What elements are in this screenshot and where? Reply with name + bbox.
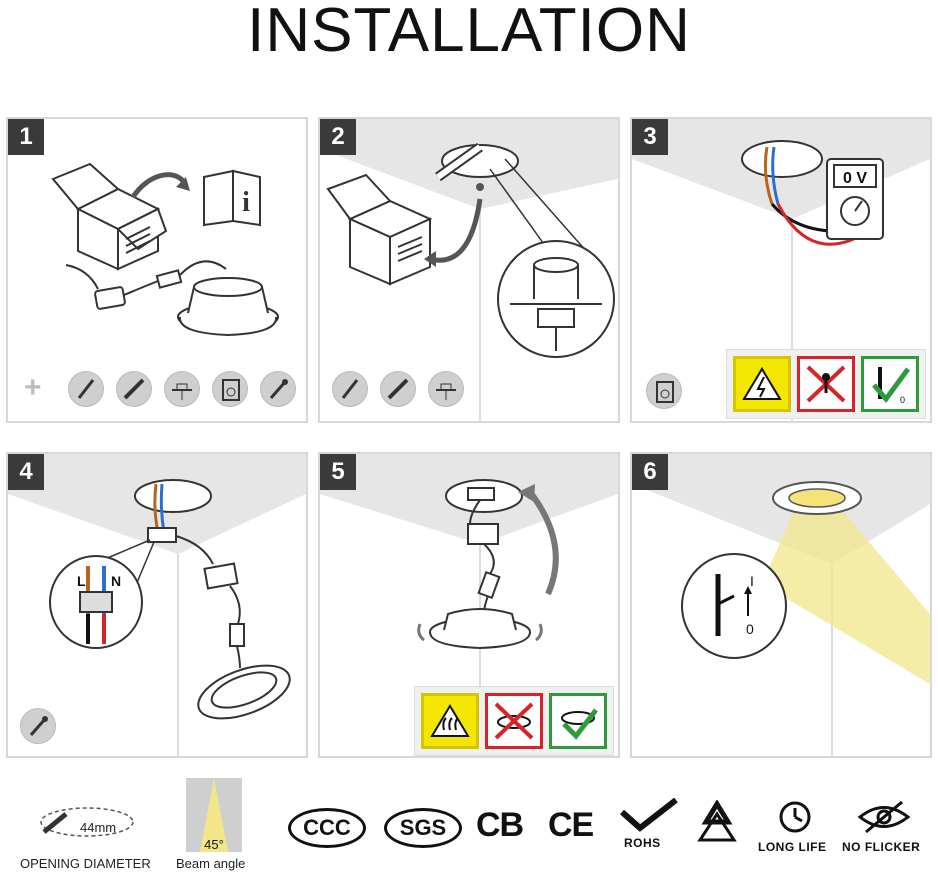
switch-off-check-icon: 0 bbox=[861, 356, 919, 412]
opening-diameter-label: OPENING DIAMETER bbox=[20, 856, 151, 871]
sgs-mark: SGS bbox=[384, 808, 462, 848]
warning-hot-icon bbox=[421, 693, 479, 749]
pencil-icon bbox=[68, 371, 104, 407]
screwdriver-icon bbox=[260, 371, 296, 407]
step-number: 5 bbox=[320, 454, 356, 490]
box-icon bbox=[326, 173, 433, 286]
svg-text:i: i bbox=[242, 187, 250, 218]
correct-mount-icon bbox=[549, 693, 607, 749]
downlight-cut-icon bbox=[164, 371, 200, 407]
step-3-panel: 3 0 V 0 bbox=[630, 117, 932, 423]
step-6-panel: 6 I 0 bbox=[630, 452, 932, 758]
step-number: 6 bbox=[632, 454, 668, 490]
terminal-label-n: N bbox=[111, 573, 121, 589]
svg-text:0: 0 bbox=[900, 395, 905, 405]
cb-mark: CB bbox=[476, 806, 524, 844]
step-2-panel: 2 bbox=[318, 117, 620, 423]
downlight-icon bbox=[177, 277, 279, 337]
long-life-label: LONG LIFE bbox=[758, 840, 827, 854]
switch-on-label: I bbox=[750, 573, 754, 589]
opening-diameter-value: 44mm bbox=[80, 820, 117, 835]
safety-badges bbox=[414, 686, 614, 756]
multimeter-icon bbox=[646, 373, 682, 409]
screwdriver-icon bbox=[20, 708, 56, 744]
step-number: 1 bbox=[8, 119, 44, 155]
switch-off-label: 0 bbox=[746, 621, 754, 637]
step-5-panel: 5 bbox=[318, 452, 620, 758]
wrong-mount-icon bbox=[485, 693, 543, 749]
step-number: 2 bbox=[320, 119, 356, 155]
safety-badges: 0 bbox=[726, 349, 926, 419]
ccc-mark: CCC bbox=[288, 808, 366, 848]
footer-specs: 44mm OPENING DIAMETER 45° Beam angle CCC… bbox=[0, 770, 938, 879]
multimeter-icon bbox=[212, 371, 248, 407]
no-work-live-icon bbox=[797, 356, 855, 412]
downlight-cut-icon bbox=[428, 371, 464, 407]
warning-electric-icon bbox=[733, 356, 791, 412]
multimeter-icon bbox=[826, 158, 884, 240]
ce-mark: CE bbox=[548, 806, 594, 844]
rohs-check-icon bbox=[620, 798, 678, 832]
no-flicker-label: NO FLICKER bbox=[842, 840, 921, 854]
plus-icon: + bbox=[24, 371, 42, 404]
recycle-icon bbox=[697, 800, 737, 842]
wall-switch-icon bbox=[715, 574, 752, 636]
beam-angle-label: Beam angle bbox=[176, 856, 246, 871]
clock-icon bbox=[779, 801, 811, 833]
terminal-label-l: L bbox=[77, 573, 86, 589]
box-icon bbox=[51, 162, 168, 271]
page-title: INSTALLATION bbox=[247, 0, 691, 65]
opening-diameter-icon bbox=[40, 807, 134, 837]
downlight-icon bbox=[197, 664, 291, 720]
saw-icon bbox=[116, 371, 152, 407]
step-number: 3 bbox=[632, 119, 668, 155]
step-1-panel: 1 i + bbox=[6, 117, 308, 423]
beam-angle-graphic: 45° bbox=[186, 778, 242, 852]
step-4-panel: 4 L N bbox=[6, 452, 308, 758]
step-number: 4 bbox=[8, 454, 44, 490]
downlight-icon bbox=[429, 608, 531, 650]
meter-reading: 0 V bbox=[843, 170, 867, 187]
saw-icon bbox=[380, 371, 416, 407]
pencil-icon bbox=[435, 142, 483, 182]
pencil-icon bbox=[332, 371, 368, 407]
eye-crossed-icon bbox=[857, 800, 911, 834]
rohs-label: ROHS bbox=[624, 836, 661, 850]
manual-icon: i bbox=[203, 169, 261, 227]
beam-angle-value: 45° bbox=[204, 837, 224, 852]
